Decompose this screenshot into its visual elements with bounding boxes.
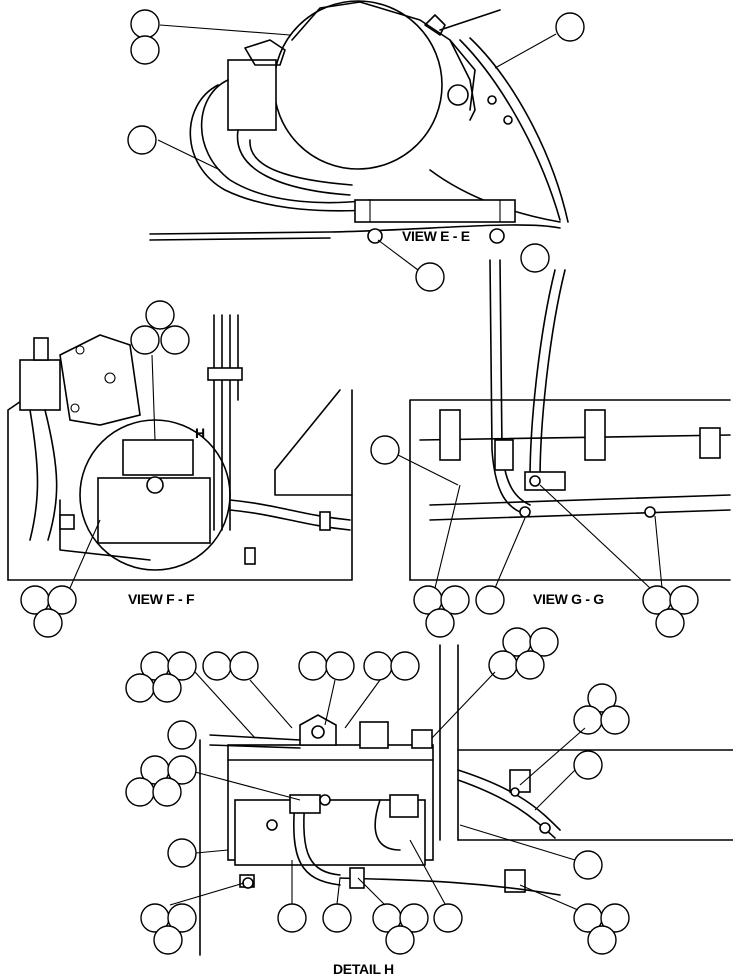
- view-e-label: VIEW E - E: [402, 228, 470, 244]
- view-g-label: VIEW G - G: [533, 591, 604, 607]
- detail-h-marker-label: H: [195, 425, 205, 441]
- detail-h-circle: [79, 419, 231, 571]
- view-e-housing: [273, 0, 443, 170]
- view-f-callouts: [20, 300, 190, 638]
- detail-h-label: DETAIL H: [333, 961, 394, 977]
- detail-h-drawing: [199, 644, 733, 956]
- view-g-callouts: [370, 243, 699, 638]
- view-f-drawing: [7, 314, 353, 581]
- view-g-drawing: [409, 259, 731, 581]
- view-e-callouts: [127, 9, 585, 292]
- view-e-drawing: [149, 0, 569, 244]
- view-f-label: VIEW F - F: [128, 591, 195, 607]
- detail-h-callouts: [125, 627, 630, 955]
